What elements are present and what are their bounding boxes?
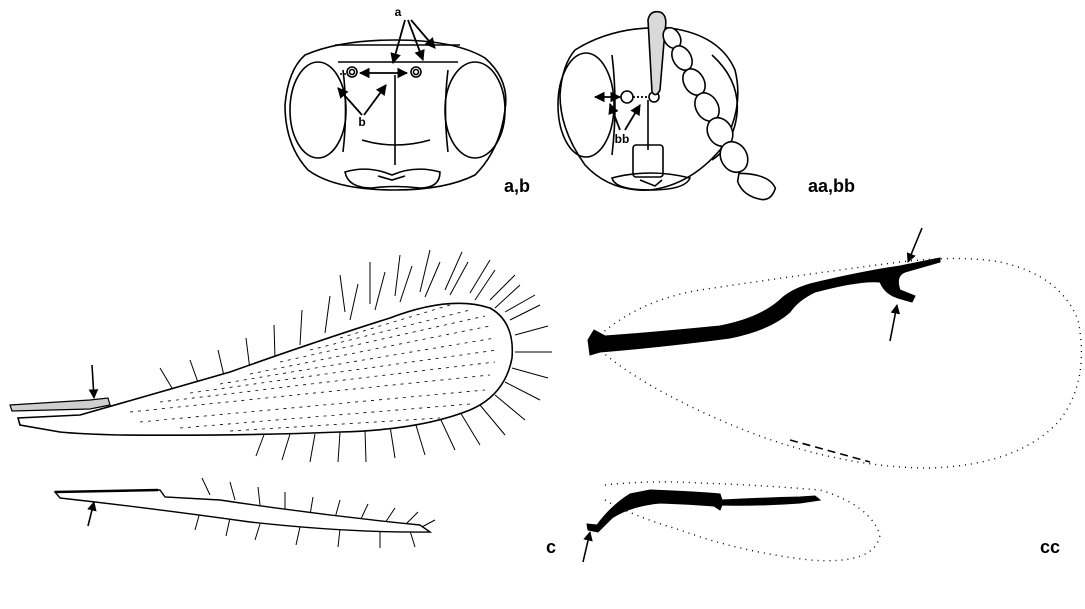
annotation-b: b [358,115,365,129]
panel-label-c: c [546,537,556,557]
annotation-bb: bb [615,132,630,146]
forewing-c [10,250,552,462]
forewing-cc [588,258,1081,468]
annotation-a: a [395,5,402,19]
head-frontal-view-ab [285,40,506,190]
panel-label-cc: cc [1040,537,1060,557]
arrow-hindwing-vein [88,502,94,526]
head-frontal-bb-arrows [595,97,648,130]
panel-label-aabb: aa,bb [808,176,855,196]
hindwing-c [55,478,435,548]
arrow-forewing-vein [92,365,94,398]
panel-label-ab: a,b [504,176,530,196]
arrow-hindwing-cc [583,532,590,562]
arrow-forewing-stigmal [908,228,922,262]
hindwing-cc [587,482,880,561]
arrow-forewing-postmarginal [890,305,897,341]
